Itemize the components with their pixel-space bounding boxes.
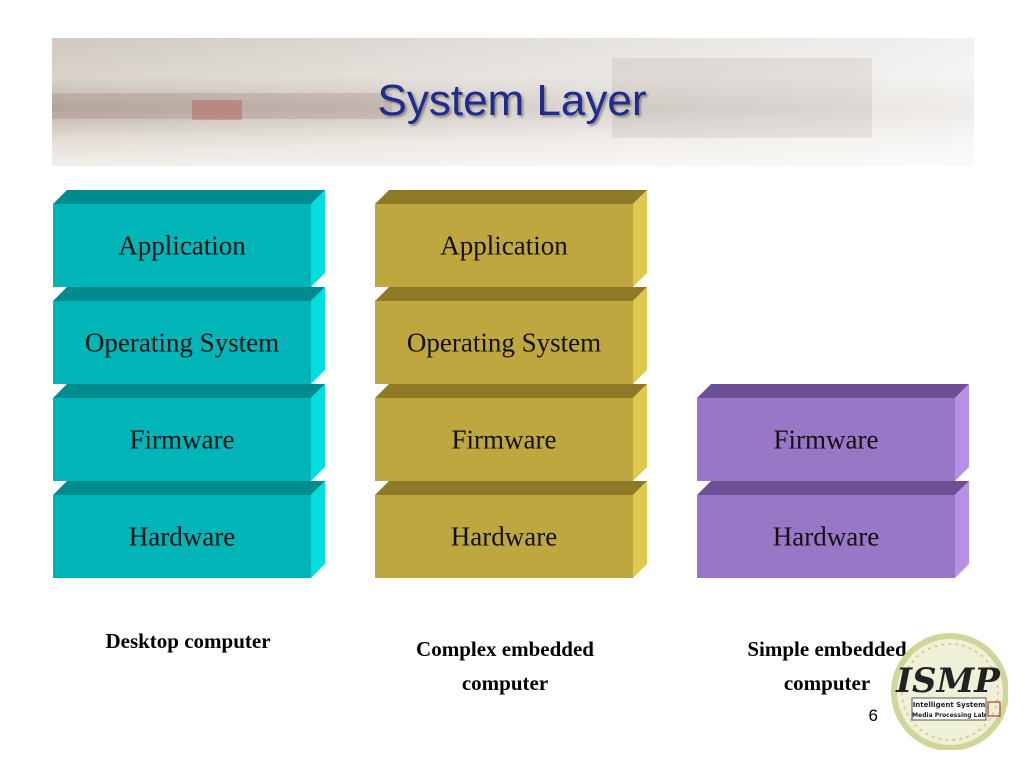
layer-block-application: Application [375,190,647,287]
layer-side-face [955,481,969,578]
caption-line: Simple embedded [747,637,907,661]
layer-block-hardware: Hardware [375,481,647,578]
layer-label: Operating System [85,328,279,358]
layer-top-face [53,384,325,398]
layer-side-face [633,384,647,481]
layer-block-hardware: Hardware [697,481,969,578]
layer-label: Hardware [773,522,879,552]
layer-top-face [375,481,647,495]
layer-top-face [53,190,325,204]
layer-top-face [53,287,325,301]
layer-side-face [311,384,325,481]
layer-side-face [633,481,647,578]
layer-front-face [53,398,311,481]
layer-top-face [53,481,325,495]
layer-block-operating-system: Operating System [375,287,647,384]
layer-top-face [375,287,647,301]
caption-line: computer [783,671,871,695]
layer-label: Firmware [452,425,557,455]
layer-top-face [375,384,647,398]
layer-top-face [375,190,647,204]
layer-front-face [375,398,633,481]
layer-block-hardware: Hardware [53,481,325,578]
layer-side-face [311,287,325,384]
caption-line: Complex embedded [416,637,594,661]
layer-block-firmware: Firmware [375,384,647,481]
layer-front-face [53,301,311,384]
layer-side-face [311,481,325,578]
layer-label: Hardware [129,522,235,552]
caption-line: computer [461,671,549,695]
layer-side-face [311,190,325,287]
layer-side-face [955,384,969,481]
layer-label: Application [118,231,246,261]
desktop-caption: Desktop computer [52,624,324,658]
logo-text-sub: Media Processing Lab [912,712,986,719]
layer-block-application: Application [53,190,325,287]
caption-line: Desktop computer [105,629,271,653]
layer-block-firmware: Firmware [53,384,325,481]
page-number: 6 [868,706,878,725]
layer-block-operating-system: Operating System [53,287,325,384]
complex-embedded-caption: Complex embedded computer [362,632,648,700]
layer-top-face [697,481,969,495]
logo-text-sub: Intelligent System [913,701,986,709]
layer-front-face [53,495,311,578]
banner-decoration [192,100,242,120]
layer-label: Hardware [451,522,557,552]
logo-text-main: ISMP [895,661,1001,701]
layer-front-face [375,495,633,578]
banner-decoration [52,93,392,119]
banner-decoration [612,58,872,138]
lab-logo: ISMP Intelligent System Media Processing… [891,633,1008,750]
layer-label: Application [440,231,568,261]
layer-label: Firmware [774,425,879,455]
layer-side-face [633,287,647,384]
simple-embedded-caption: Simple embedded computer [684,632,970,700]
title-banner [52,38,974,166]
slide-title: System Layer [377,76,647,125]
layer-label: Operating System [407,328,601,358]
layer-front-face [697,398,955,481]
layer-front-face [375,301,633,384]
layer-side-face [633,190,647,287]
layer-front-face [53,204,311,287]
layer-block-firmware: Firmware [697,384,969,481]
layer-label: Firmware [130,425,235,455]
layer-front-face [375,204,633,287]
layer-top-face [697,384,969,398]
layer-front-face [697,495,955,578]
